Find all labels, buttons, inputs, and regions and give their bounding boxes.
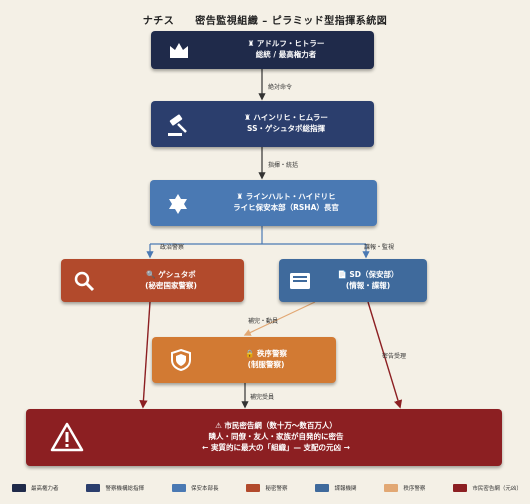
sd-desc: (情報・諜報) [345,281,391,290]
node-sd: 📄 SD（保安部） (情報・諜報) [279,259,427,302]
diagram-title: ナチス 密告監視組織 – ピラミッド型指揮系統図 [142,16,388,27]
edge-label-command-control: 指揮・統括 [268,162,299,169]
leader-role: 総統 / 最高権力者 [255,50,317,59]
legend-item: 秘密警察 [246,484,287,492]
edge-label-intel-surveillance: 諜報・監視 [364,244,395,251]
node-informant-network: ⚠ 市民密告網（数十万〜数百万人） 隣人・同僚・友人・家族が自発的に密告 ← 実… [26,409,502,466]
edge-label-informant-receipt: 密告受理 [382,353,407,360]
edge-label-political-police: 政治警察 [160,244,185,251]
edge-gestapo-network [139,301,151,409]
gestapo-name: 🔍 ゲシュタポ [146,270,196,279]
gavel-icon [165,111,193,139]
shield-icon [168,347,194,373]
edge-sd-orpo [243,301,316,336]
inbox-icon [287,268,313,294]
star-of-david-icon [164,190,192,218]
gestapo-desc: (秘密国家警察) [145,281,197,290]
node-rsha: ♜ ラインハルト・ハイドリヒ ライヒ保安本部（RSHA）長官 [150,180,377,226]
node-gestapo: 🔍 ゲシュタポ (秘密国家警察) [61,259,244,302]
legend-item: 秩序警察 [384,484,425,492]
magnifier-icon [71,268,97,294]
orpo-name: 🔒 秩序警察 [245,349,287,358]
legend-item: 最高権力者 [12,484,59,492]
edge-label-absolute-order: 絶対命令 [268,84,293,91]
node-orpo: 🔒 秩序警察 (制服警察) [152,337,336,383]
edge-rsha-branch [150,226,366,245]
network-desc: 隣人・同僚・友人・家族が自発的に密告 [208,432,344,441]
edge-sd-network [367,301,403,409]
rsha-role: ライヒ保安本部（RSHA）長官 [233,203,339,212]
legend: 最高権力者 警察機構総指揮 保安本部長 秘密警察 諜報機関 秩序警察 市民密告網… [12,478,522,498]
warning-icon [48,419,86,455]
crown-icon [167,38,191,62]
node-himmler: ♜ ハインリヒ・ヒムラー SS・ゲシュタポ総指揮 [151,101,374,147]
edge-label-informant-receipt2: 補完受員 [250,394,275,401]
legend-item: 警察機構総指揮 [86,484,144,492]
legend-item: 保安本部長 [171,484,218,492]
orpo-desc: (制服警察) [247,360,285,369]
node-leader: ♜ アドルフ・ヒトラー 総統 / 最高権力者 [151,31,374,69]
network-title: ⚠ 市民密告網（数十万〜数百万人） [215,421,337,430]
network-note: ← 実質的に最大の「組織」— 支配の元凶 → [202,443,350,452]
rsha-name: ♜ ラインハルト・ハイドリヒ [236,192,336,201]
himmler-role: SS・ゲシュタポ総指揮 [247,124,325,133]
leader-name: ♜ アドルフ・ヒトラー [247,39,325,48]
himmler-name: ♜ ハインリヒ・ヒムラー [244,113,328,122]
legend-item: 諜報機関 [315,484,356,492]
sd-name: 📄 SD（保安部） [337,270,399,279]
edge-label-cooperation: 補完・動員 [248,318,279,325]
legend-item: 市民密告網（元凶） [453,484,522,492]
